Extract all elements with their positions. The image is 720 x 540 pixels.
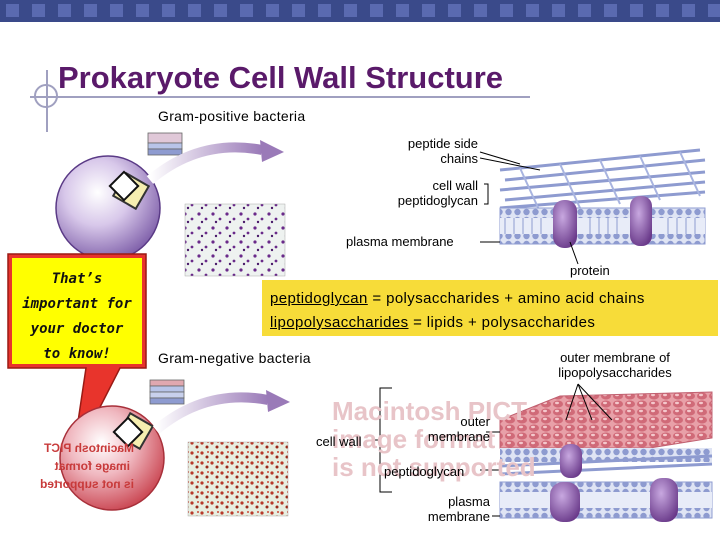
title-underline	[30, 96, 530, 98]
gram-positive-micrograph	[184, 203, 286, 277]
slide-title: Prokaryote Cell Wall Structure	[58, 60, 504, 95]
topbar-square	[110, 4, 123, 17]
label-peptide-side-chains: peptide side chains	[360, 136, 478, 166]
gram-negative-membrane-protein-2	[650, 478, 678, 522]
gram-negative-micrograph	[187, 441, 289, 517]
topbar-square	[370, 4, 383, 17]
topbar-square	[500, 4, 513, 17]
callout-bubble	[7, 253, 147, 463]
pict-placeholder-faded: Macintosh PICT image format is not suppo…	[332, 396, 536, 482]
topbar-square	[32, 4, 45, 17]
label-cell-wall: cell wall	[316, 434, 362, 449]
topbar-square	[578, 4, 591, 17]
label-outer-membrane-lps-line-2: lipopolysaccharides	[558, 365, 672, 380]
topbar-square	[84, 4, 97, 17]
label-outer-membrane-lps: outer membrane of lipopolysaccharides	[540, 350, 690, 380]
pict-faded-line-1: Macintosh PICT	[332, 396, 527, 426]
label-plasma-membrane-line-2: membrane	[427, 509, 490, 524]
topbar-square	[58, 4, 71, 17]
topbar-square	[6, 4, 19, 17]
label-outer-membrane-line-2: membrane	[427, 429, 490, 444]
topbar-square	[318, 4, 331, 17]
topbar-square	[292, 4, 305, 17]
topbar-square	[552, 4, 565, 17]
topbar-square	[214, 4, 227, 17]
gram-negative-membrane-protein-1	[550, 482, 580, 522]
gram-negative-cell	[59, 405, 165, 511]
gram-negative-heading: Gram-negative bacteria	[158, 350, 311, 366]
label-peptidoglycan: peptidoglycan	[384, 464, 465, 479]
title-crosshair-circle	[34, 84, 58, 108]
label-peptide-side-chains-line-1: peptide side	[407, 136, 478, 151]
pict-faded-line-2: image format	[332, 424, 496, 454]
callout-line-4: to know!	[43, 346, 110, 362]
top-decorative-bar	[0, 0, 720, 22]
topbar-square	[136, 4, 149, 17]
definition-peptidoglycan-meaning: = polysaccharides + amino acid chains	[367, 290, 645, 307]
label-cell-wall-line-2: peptidoglycan	[397, 193, 478, 208]
pict-faded-line-3: is not supported	[332, 452, 536, 482]
topbar-square	[162, 4, 175, 17]
label-cell-wall-line-1: cell wall	[432, 178, 478, 193]
definition-peptidoglycan: peptidoglycan = polysaccharides + amino …	[270, 290, 645, 307]
label-outer-membrane-line-1: outer	[460, 414, 490, 429]
label-peptide-side-chains-line-2: chains	[440, 151, 478, 166]
topbar-square	[630, 4, 643, 17]
topbar-square	[240, 4, 253, 17]
definition-peptidoglycan-term: peptidoglycan	[270, 290, 368, 307]
label-protein: protein	[570, 263, 610, 278]
label-plasma-membrane-negative: plasma membrane	[404, 494, 490, 524]
topbar-square	[448, 4, 461, 17]
gram-negative-leader-lines	[372, 383, 613, 517]
topbar-square	[656, 4, 669, 17]
label-outer-membrane: outer membrane	[404, 414, 490, 444]
gram-positive-membrane-protein-2	[630, 196, 652, 246]
gram-negative-zoom-arrow	[152, 392, 269, 434]
pict-mirrored-line-3: is not supported	[40, 477, 134, 491]
topbar-square	[682, 4, 695, 17]
topbar-square	[188, 4, 201, 17]
callout-line-1: That’s	[52, 271, 103, 287]
gram-positive-membrane-diagram	[499, 148, 706, 248]
definitions-box: peptidoglycan = polysaccharides + amino …	[262, 280, 718, 336]
label-cell-wall-peptidoglycan: cell wall peptidoglycan	[360, 178, 478, 208]
topbar-square	[604, 4, 617, 17]
label-plasma-membrane-positive: plasma membrane	[346, 234, 454, 249]
gram-positive-zoom-arrow	[146, 142, 263, 184]
gram-positive-leader-lines	[479, 151, 579, 265]
definition-lipopolysaccharides: lipopolysaccharides = lipids + polysacch…	[270, 314, 595, 331]
gram-negative-layer-swatch	[149, 379, 185, 405]
pict-mirrored-line-2: image format	[55, 459, 130, 473]
callout-line-2: important for	[22, 296, 132, 312]
gram-positive-layer-swatch	[147, 132, 183, 156]
callout-line-3: your doctor	[30, 321, 124, 337]
gram-positive-arrowhead	[260, 140, 284, 162]
callout-text: That’s important for your doctor to know…	[22, 271, 132, 362]
topbar-square	[266, 4, 279, 17]
gram-negative-arrowhead	[266, 390, 290, 412]
topbar-square	[396, 4, 409, 17]
topbar-square	[422, 4, 435, 17]
pict-mirrored-line-1: Macintosh PICT	[43, 441, 134, 455]
pict-placeholder-mirrored: Macintosh PICT image format is not suppo…	[40, 441, 134, 491]
gram-positive-membrane-protein-1	[553, 200, 577, 248]
topbar-square	[474, 4, 487, 17]
topbar-square	[526, 4, 539, 17]
label-outer-membrane-lps-line-1: outer membrane of	[560, 350, 670, 365]
label-plasma-membrane-line-1: plasma	[448, 494, 490, 509]
topbar-square	[708, 4, 720, 17]
gram-positive-cell	[55, 155, 161, 261]
definition-lipopolysaccharides-term: lipopolysaccharides	[270, 314, 409, 331]
gram-negative-porin-protein	[560, 444, 582, 478]
gram-negative-membrane-diagram	[499, 391, 713, 522]
topbar-square	[344, 4, 357, 17]
definition-lipopolysaccharides-meaning: = lipids + polysaccharides	[408, 314, 596, 331]
gram-positive-heading: Gram-positive bacteria	[158, 108, 306, 124]
